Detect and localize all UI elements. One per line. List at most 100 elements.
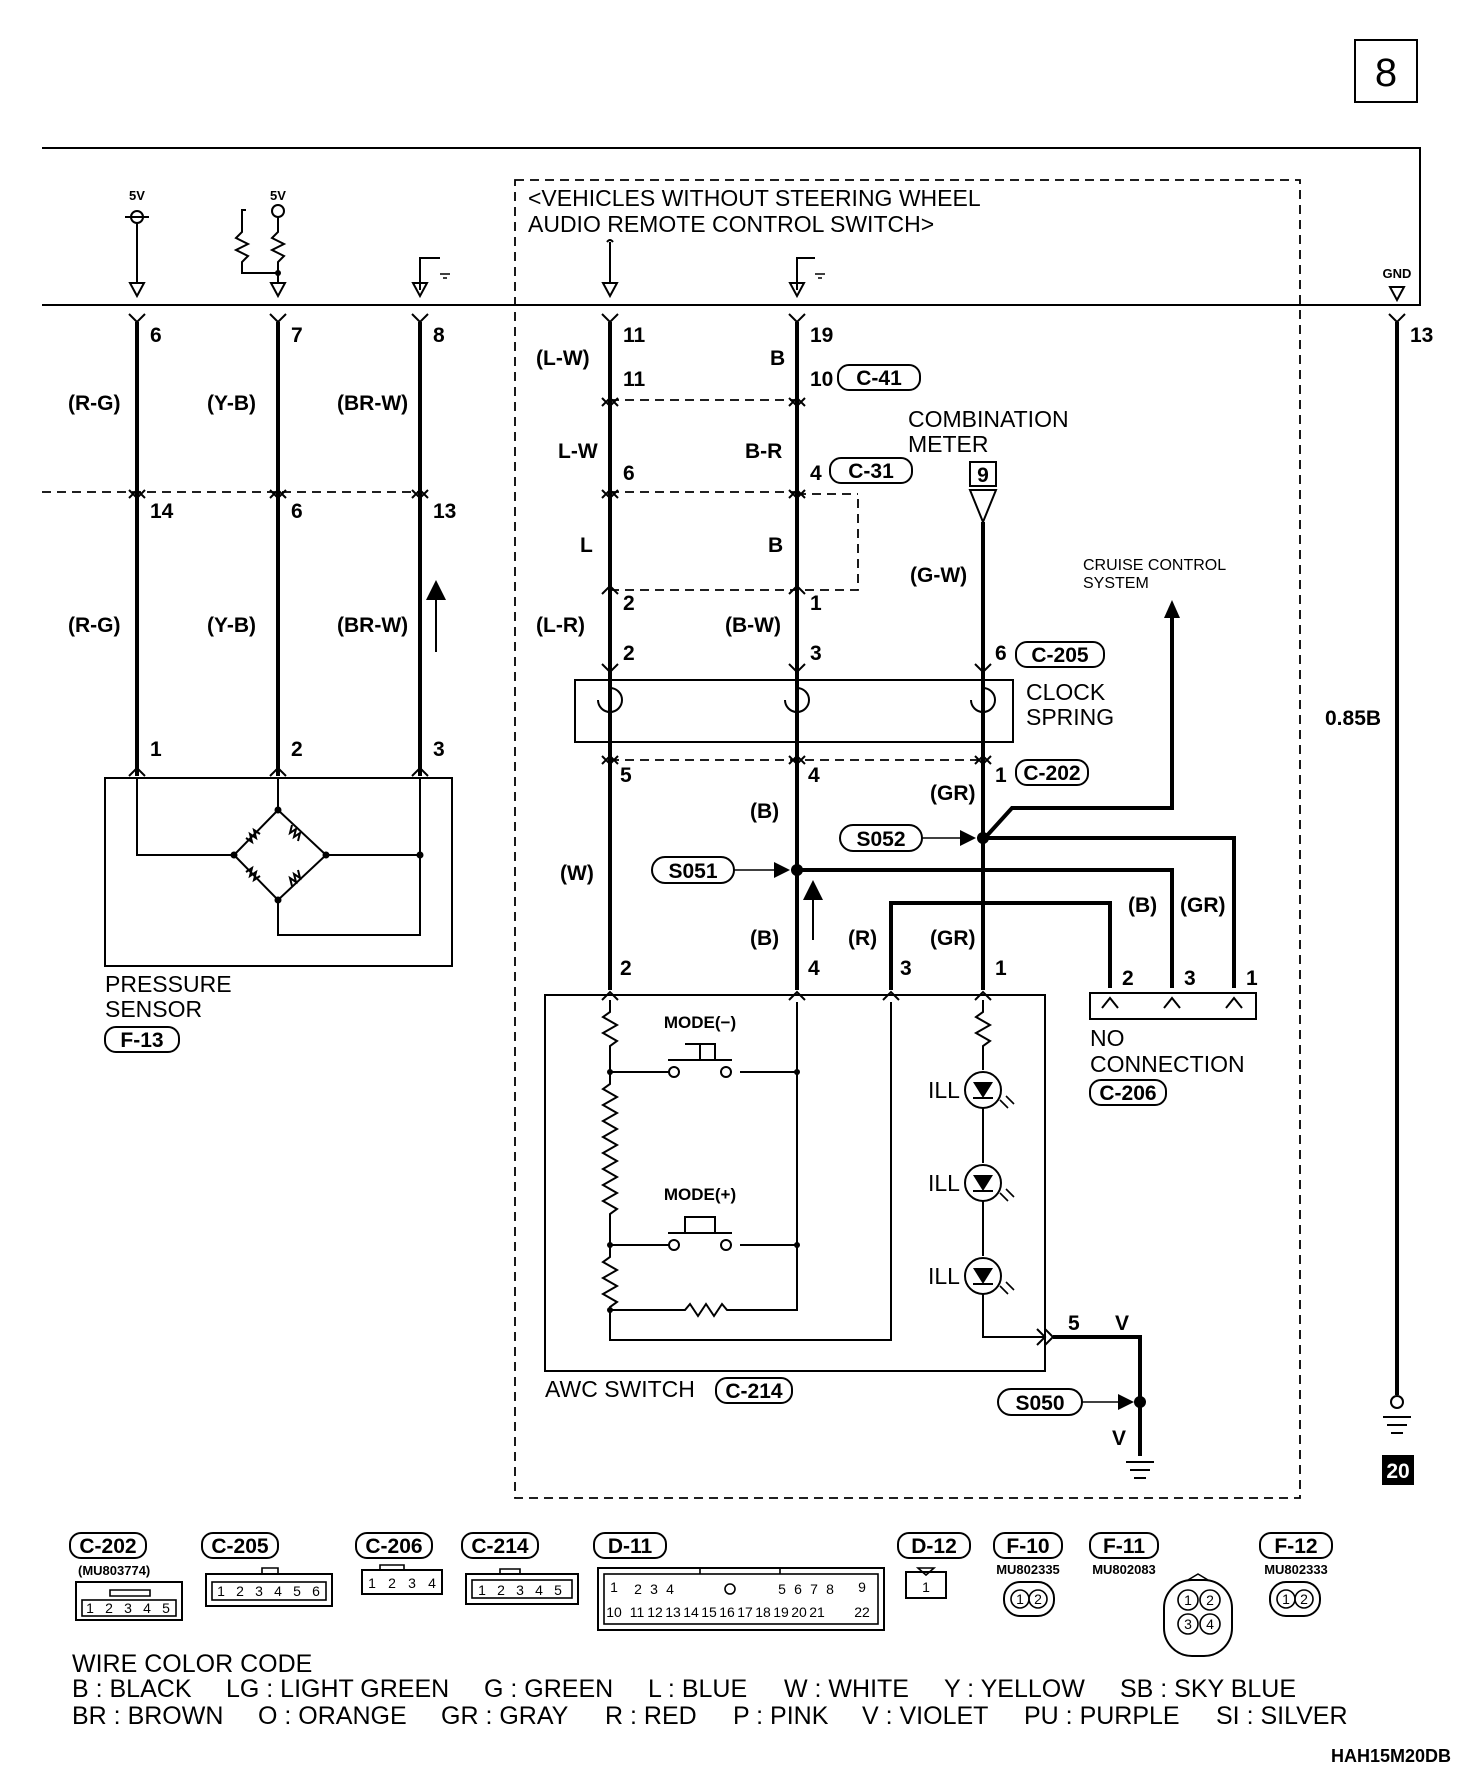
ecu-ground-19	[788, 257, 825, 299]
wcc-title: WIRE COLOR CODE	[72, 1650, 312, 1678]
cruise-name1: CRUISE CONTROL	[1083, 557, 1226, 574]
cruise-name2: SYSTEM	[1083, 575, 1149, 592]
awc-pin-4: 4	[808, 957, 820, 980]
awc-switch-ref: C-214	[725, 1380, 783, 1403]
lower-color-b: (B)	[750, 927, 779, 950]
s051-label: S051	[668, 860, 717, 883]
conn-c202-pin2: 2	[105, 1600, 113, 1616]
ecu-input-11	[601, 239, 619, 299]
d11-top-pin-8: 8	[826, 1581, 834, 1597]
c202-pin-1: 1	[995, 764, 1007, 787]
wcc-r2-2: GR : GRAY	[441, 1702, 569, 1730]
wcc-r1-4: W : WHITE	[784, 1675, 909, 1703]
c205-pin-3: 3	[810, 642, 822, 665]
switch-mode-plus: MODE(+)	[664, 1185, 736, 1204]
pressure-sensor-ref: F-13	[120, 1029, 163, 1052]
wcc-r1-3: L : BLUE	[648, 1675, 747, 1703]
c202-pin-4: 4	[808, 764, 820, 787]
d11-bot-pin-17: 17	[737, 1604, 753, 1620]
left-color-top-3: (BR-W)	[337, 392, 408, 415]
d11-bot-pin-20: 20	[791, 1604, 807, 1620]
conn-c202-pin5: 5	[162, 1600, 170, 1616]
s052-label: S052	[856, 828, 905, 851]
variant-region: <VEHICLES WITHOUT STEERING WHEEL AUDIO R…	[514, 179, 1301, 1499]
d11-bottom-pins: 10 11 12 13 14 15 16 17 18 19 20 21 22	[606, 1604, 870, 1620]
left-color-top-1: (R-G)	[68, 392, 120, 415]
conn-c202-ref: C-202	[79, 1535, 136, 1558]
c31-color-br: B-R	[745, 440, 782, 463]
c41-color-b: B	[770, 347, 785, 370]
wcc-r2-3: R : RED	[605, 1702, 697, 1730]
clock-spring-name1: CLOCK	[1026, 679, 1106, 705]
conn-f11-ref: F-11	[1103, 1535, 1145, 1558]
supply-5v-a-label: 5V	[129, 188, 145, 203]
left-wires: (R-G) (Y-B) (BR-W) 14 6 13 (R-G) (Y-B) (…	[42, 313, 456, 777]
conn-f10-pin1: 1	[1016, 1591, 1024, 1607]
d11-top-pins: 1 2 3 4 5 6 7 8 9	[610, 1579, 866, 1597]
conn-c205-pin1: 1	[217, 1583, 225, 1599]
ill-3: ILL	[928, 1263, 960, 1289]
c205-pin-2: 2	[623, 642, 635, 665]
center-wires: (L-W) B 11 10 C-41 L-W B-R 6 4 C-31 L B …	[536, 313, 1258, 1106]
pressure-sensor: PRESSURE SENSOR F-13	[104, 777, 453, 1053]
c205-pin-6: 6	[995, 642, 1007, 665]
c202-pin-5: 5	[620, 764, 632, 787]
d11-bot-pin-12: 12	[647, 1604, 663, 1620]
awc-pin-5: 5	[1068, 1312, 1080, 1335]
supply-5v-b: 5V	[233, 188, 287, 299]
conn-d12-pin1: 1	[922, 1579, 930, 1595]
conn-c214-pin2: 2	[497, 1582, 505, 1598]
switch-mode-minus: MODE(−)	[664, 1013, 736, 1032]
supply-5v-b-label: 5V	[270, 188, 286, 203]
connector-c205: C-205 1 2 3 4 5 6	[201, 1532, 333, 1607]
lower-pin-2: 2	[623, 592, 635, 615]
d11-top-pin-1: 1	[610, 1579, 618, 1595]
sensor-pin-1: 1	[150, 738, 162, 761]
connector-f11: F-11 MU802083 1 2 3 4	[1089, 1532, 1233, 1657]
c41-pin-10: 10	[810, 368, 833, 391]
d11-bot-pin-22: 22	[854, 1604, 870, 1620]
awc-pin-2: 2	[620, 957, 632, 980]
c206-ref: C-206	[1099, 1082, 1156, 1105]
wcc-r2-7: SI : SILVER	[1216, 1702, 1348, 1730]
left-color-low-1: (R-G)	[68, 614, 120, 637]
c206-color-gr: (GR)	[1180, 894, 1226, 917]
ecu-box	[42, 147, 1421, 306]
wcc-r2-0: BR : BROWN	[72, 1702, 223, 1730]
conn-c202-pin3: 3	[124, 1600, 132, 1616]
conn-c214-pin3: 3	[516, 1582, 524, 1598]
awc-switch: MODE(−) MODE(+) ILL ILL	[544, 994, 1154, 1479]
conn-f11-part: MU802083	[1092, 1562, 1156, 1577]
violet-1: V	[1115, 1312, 1129, 1335]
ecu-pins: 6 7 8 11 19 13	[150, 324, 1433, 347]
cs-color-gr: (GR)	[930, 782, 976, 805]
left-mid-pin-14: 14	[150, 500, 174, 523]
c205-ref: C-205	[1031, 644, 1089, 667]
conn-f12-pin2: 2	[1300, 1591, 1308, 1607]
c31-pin-6: 6	[623, 462, 635, 485]
conn-c205-pin2: 2	[236, 1583, 244, 1599]
d11-top-pin-9: 9	[858, 1579, 866, 1595]
lower-color-r: (R)	[848, 927, 877, 950]
c206-pin-2: 2	[1122, 967, 1134, 990]
c41-ref: C-41	[856, 367, 902, 390]
wcc-r1-0: B : BLACK	[72, 1675, 192, 1703]
gnd-label: GND	[1383, 266, 1412, 281]
wcc-r1-5: Y : YELLOW	[944, 1675, 1085, 1703]
conn-c202-pin1: 1	[86, 1600, 94, 1616]
c31-ref: C-31	[848, 460, 894, 483]
conn-c214-pin5: 5	[554, 1582, 562, 1598]
d11-bot-pin-13: 13	[665, 1604, 681, 1620]
ecu-pin-19: 19	[810, 324, 833, 347]
connector-c206: C-206 1 2 3 4	[355, 1532, 443, 1595]
mid-color-b: B	[768, 534, 783, 557]
gnd-wire: 0.85B 20	[1325, 313, 1414, 1485]
conn-c205-pin5: 5	[293, 1583, 301, 1599]
left-mid-pin-13: 13	[433, 500, 456, 523]
gnd-wire-color: 0.85B	[1325, 707, 1381, 730]
wcc-r2-5: V : VIOLET	[862, 1702, 988, 1730]
lower-color-gr: (GR)	[930, 927, 976, 950]
meter-name2: METER	[908, 431, 989, 457]
variant-note-line1: <VEHICLES WITHOUT STEERING WHEEL	[528, 185, 981, 211]
d11-bot-pin-10: 10	[606, 1604, 622, 1620]
